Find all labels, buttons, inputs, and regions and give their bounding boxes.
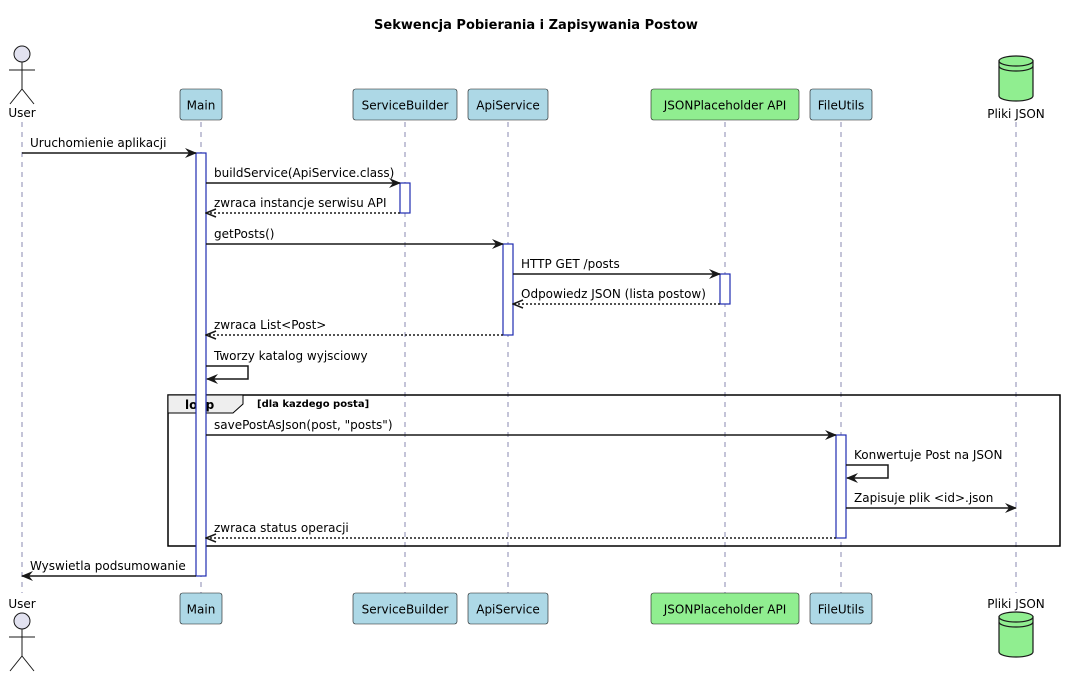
- database-body: [998, 616, 1034, 658]
- activation-bar-fu: [835, 434, 847, 539]
- participant-api: ApiService: [467, 88, 549, 121]
- message-http-get-posts: HTTP GET /posts: [513, 257, 721, 279]
- lifelines: [21, 122, 1017, 593]
- database-top: [998, 55, 1034, 67]
- participant-label-pj: Pliki JSON: [987, 107, 1045, 121]
- loop-guard: [dla kazdego posta]: [257, 399, 369, 410]
- participant-box: [467, 592, 549, 625]
- database-top: [998, 611, 1034, 623]
- participant-label-sb: ServiceBuilder: [362, 603, 449, 617]
- message-arrow: [206, 365, 249, 384]
- participant-box: [352, 88, 458, 121]
- participant-box: [179, 592, 223, 625]
- activation-bars: [195, 152, 847, 577]
- participant-box: [809, 592, 873, 625]
- message-label: buildService(ApiService.class): [214, 166, 394, 180]
- activation-bar-sb: [399, 182, 411, 214]
- message-label: Wyswietla podsumowanie: [30, 559, 186, 573]
- actor-legs: [9, 88, 35, 105]
- participant-box: [809, 88, 873, 121]
- database-pj: Pliki JSON: [987, 55, 1045, 121]
- participant-label-main: Main: [187, 99, 216, 113]
- activation-bar-api: [502, 243, 514, 336]
- participant-label-sb: ServiceBuilder: [362, 99, 449, 113]
- actor-head: [13, 45, 31, 63]
- participant-jp: JSONPlaceholder API: [650, 592, 800, 625]
- message-label: zwraca instancje serwisu API: [214, 196, 387, 210]
- participant-box: [179, 88, 223, 121]
- participant-label-api: ApiService: [476, 99, 540, 113]
- message-label: Zapisuje plik <id>.json: [854, 491, 993, 505]
- message-label: zwraca List<Post>: [214, 318, 326, 332]
- participant-label-jp: JSONPlaceholder API: [663, 99, 787, 113]
- database-body: [998, 60, 1034, 102]
- message-zwraca-status-operacji: zwraca status operacji: [206, 521, 836, 538]
- messages: Uruchomienie aplikacji buildService(ApiSe…: [21, 136, 1017, 581]
- message-label: Uruchomienie aplikacji: [30, 136, 166, 150]
- database-rim: [998, 65, 1034, 72]
- participant-sb: ServiceBuilder: [352, 592, 458, 625]
- participant-box: [650, 592, 800, 625]
- loop-frame-border: [167, 394, 1061, 547]
- message-label: getPosts(): [214, 227, 274, 241]
- message-buildservice-apiservice-class: buildService(ApiService.class): [206, 166, 401, 188]
- participant-fu: FileUtils: [809, 592, 873, 625]
- participant-fu: FileUtils: [809, 88, 873, 121]
- participant-label-main: Main: [187, 603, 216, 617]
- message-uruchomienie-aplikacji: Uruchomienie aplikacji: [22, 136, 197, 158]
- database-pj: Pliki JSON: [987, 597, 1045, 658]
- message-getposts: getPosts(): [206, 227, 504, 249]
- message-label: Konwertuje Post na JSON: [854, 448, 1002, 462]
- actor-legs: [9, 655, 35, 672]
- message-zwraca-instancje-serwisu-api: zwraca instancje serwisu API: [206, 196, 400, 213]
- message-label: zwraca status operacji: [214, 521, 349, 535]
- activation-bar-jp: [719, 273, 731, 305]
- participant-label-user: User: [8, 597, 35, 611]
- message-label: HTTP GET /posts: [521, 257, 620, 271]
- participant-label-fu: FileUtils: [818, 603, 865, 617]
- participant-main: Main: [179, 592, 223, 625]
- actor-head: [13, 612, 31, 630]
- activation-bar-main: [195, 152, 207, 577]
- participant-label-fu: FileUtils: [818, 99, 865, 113]
- message-zapisuje-plik-id-json: Zapisuje plik <id>.json: [846, 491, 1017, 513]
- message-odpowiedz-json-lista-postow: Odpowiedz JSON (lista postow): [513, 287, 720, 304]
- participant-api: ApiService: [467, 592, 549, 625]
- participant-label-user: User: [8, 106, 35, 120]
- participant-box: [352, 592, 458, 625]
- message-konwertuje-post-na-json: Konwertuje Post na JSON: [846, 448, 1002, 483]
- participant-main: Main: [179, 88, 223, 121]
- message-savepostasjson-post-posts: savePostAsJson(post, "posts"): [206, 418, 837, 440]
- participant-box: [650, 88, 800, 121]
- database-rim: [998, 621, 1034, 628]
- message-zwraca-list-post: zwraca List<Post>: [206, 318, 503, 335]
- participants-bottom: User Main ServiceBuilder ApiService JSONPlac…: [8, 592, 1045, 672]
- participant-jp: JSONPlaceholder API: [650, 88, 800, 121]
- participant-sb: ServiceBuilder: [352, 88, 458, 121]
- message-tworzy-katalog-wyjsciowy: Tworzy katalog wyjsciowy: [206, 349, 368, 384]
- participants-top: User Main ServiceBuilder ApiService JSONPlac…: [8, 45, 1045, 121]
- actor-user: User: [8, 597, 36, 672]
- participant-label-api: ApiService: [476, 603, 540, 617]
- message-label: savePostAsJson(post, "posts"): [214, 418, 393, 432]
- participant-label-pj: Pliki JSON: [987, 597, 1045, 611]
- participant-label-jp: JSONPlaceholder API: [663, 603, 787, 617]
- message-label: Tworzy katalog wyjsciowy: [213, 349, 368, 363]
- actor-user: User: [8, 45, 36, 120]
- message-label: Odpowiedz JSON (lista postow): [521, 287, 706, 301]
- message-wyswietla-podsumowanie: Wyswietla podsumowanie: [21, 559, 196, 581]
- diagram-title: Sekwencja Pobierania i Zapisywania Posto…: [374, 18, 698, 33]
- message-arrow: [846, 464, 889, 483]
- participant-box: [467, 88, 549, 121]
